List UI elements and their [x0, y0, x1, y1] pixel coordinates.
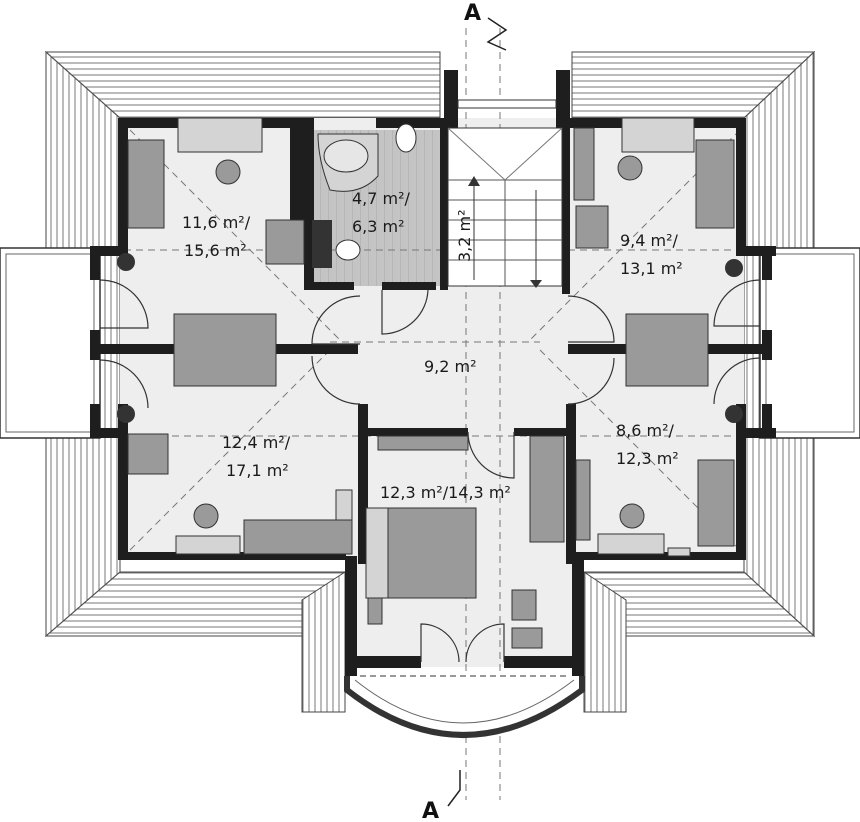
staircase — [447, 127, 563, 288]
section-label-bottom: A — [422, 799, 439, 822]
room-se-area-1: 8,6 m²/ — [616, 421, 675, 440]
room-sw-area-2: 17,1 m² — [226, 461, 289, 480]
section-mark-top: A — [464, 1, 508, 51]
bathroom-area-2: 6,3 m² — [352, 217, 405, 236]
bedroom-area: 12,3 m²/14,3 m² — [380, 483, 511, 502]
plant-icon — [117, 253, 743, 423]
room-nw-area-1: 11,6 m²/ — [182, 213, 251, 232]
furniture — [127, 117, 735, 649]
bay-window — [344, 676, 585, 738]
hall-area: 9,2 m² — [424, 357, 477, 376]
room-nw-area-2: 15,6 m² — [184, 241, 247, 260]
doors — [99, 279, 761, 663]
room-sw-area-1: 12,4 m²/ — [222, 433, 291, 452]
section-mark-bottom: A — [422, 770, 461, 822]
bathroom-area-1: 4,7 m²/ — [352, 189, 411, 208]
section-label-top: A — [464, 1, 481, 26]
room-ne-area-2: 13,1 m² — [620, 259, 683, 278]
roof — [44, 50, 816, 713]
room-labels: 11,6 m²/ 15,6 m² 4,7 m²/ 6,3 m² 3,2 m² 9… — [182, 189, 683, 502]
stair-area: 3,2 m² — [455, 209, 474, 262]
room-se-area-2: 12,3 m² — [616, 449, 679, 468]
side-balconies — [0, 247, 860, 439]
room-ne-area-1: 9,4 m²/ — [620, 231, 679, 250]
